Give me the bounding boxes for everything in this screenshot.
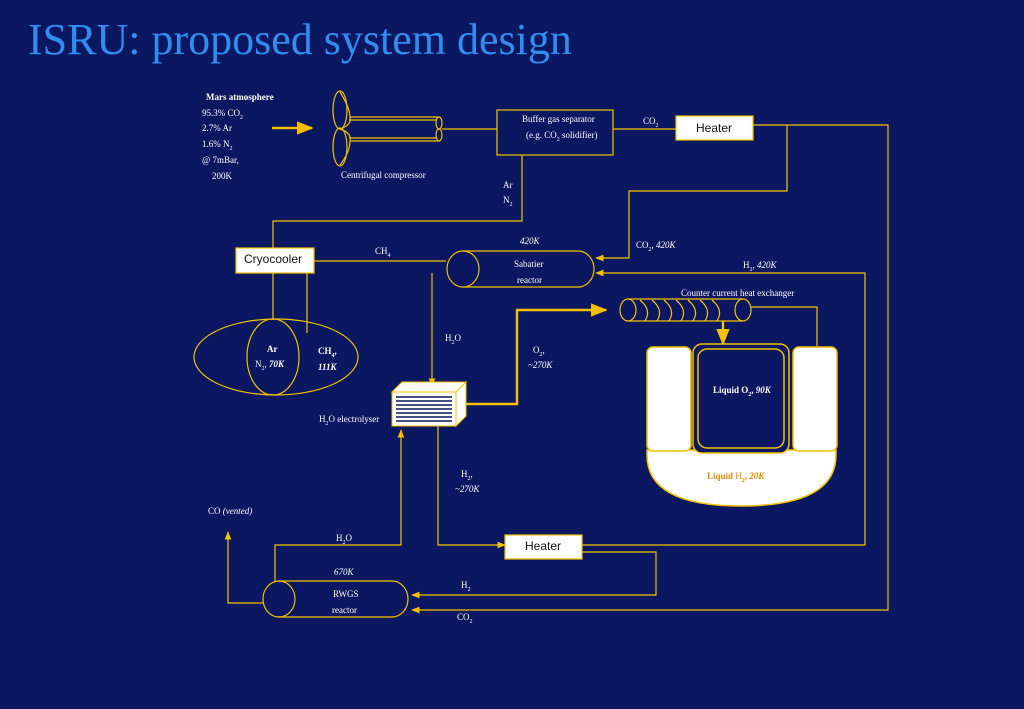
buffer-label-line2: (e.g. CO2 solidifier) <box>526 130 598 143</box>
cryogenic-tanks <box>646 343 838 507</box>
co2-420k-label: CO2, 420K <box>636 240 677 253</box>
h2o-top-label: H2O <box>445 333 462 346</box>
mars-n2-fraction: 1.6% N2 <box>202 139 233 152</box>
cryocooler-label: Cryocooler <box>244 252 302 266</box>
liquid-h2-tank <box>646 449 837 507</box>
centrifugal-compressor <box>332 90 443 167</box>
co2-top-label: CO2 <box>643 116 659 129</box>
rwgs-temp: 670K <box>334 567 355 577</box>
h2o-electrolyser <box>390 380 468 428</box>
co2-bottom-label: CO2 <box>457 612 473 625</box>
ar-label: Ar <box>503 180 513 190</box>
h2-tank-left-arm <box>646 346 692 452</box>
mars-atmosphere-info: Mars atmosphere 95.3% CO2 2.7% Ar 1.6% N… <box>202 92 274 181</box>
storage-ch4-temp: 111K <box>318 362 338 372</box>
mars-co2-fraction: 95.3% CO2 <box>202 108 243 121</box>
o2-label: O2, <box>533 345 545 358</box>
ar-n2-compartment <box>246 318 300 396</box>
storage-ch4-label: CH4, <box>318 346 337 359</box>
sabatier-label-line2: reactor <box>517 275 542 285</box>
rwgs-label-line1: RWGS <box>333 589 359 599</box>
liquid-h2-label: Liquid H2, 20K <box>707 471 765 484</box>
mars-temperature: 200K <box>212 171 233 181</box>
mars-pressure: @ 7mBar, <box>202 155 239 165</box>
sabatier-temp: 420K <box>520 236 541 246</box>
o2-temp-label: ~270K <box>528 360 553 370</box>
h2-to-sabatier-line <box>582 269 866 546</box>
h2o-bottom-label: H2O <box>336 533 353 546</box>
co-vent-line <box>224 531 263 604</box>
sabatier-label-line1: Sabatier <box>514 259 544 269</box>
h2-420k-label: H2, 420K <box>743 260 778 273</box>
heat-exchanger-label: Counter current heat exchanger <box>681 288 794 298</box>
heater-bottom-label: Heater <box>525 539 561 553</box>
liquid-o2-tank <box>697 348 785 449</box>
rwgs-label-line2: reactor <box>332 605 357 615</box>
heater-bottom <box>504 534 583 560</box>
buffer-label-line1: Buffer gas separator <box>522 114 595 124</box>
co2-to-rwgs-line <box>411 124 889 614</box>
cryocooler <box>235 247 315 274</box>
h2o-rwgs-to-electrolyser-line <box>274 429 405 581</box>
mars-atmosphere-heading: Mars atmosphere <box>206 92 274 102</box>
sabatier-reactor <box>446 250 595 288</box>
co2-to-sabatier-line <box>595 125 788 262</box>
compressor-label: Centrifugal compressor <box>341 170 426 180</box>
mars-ar-fraction: 2.7% Ar <box>202 123 232 133</box>
o2-to-heat-exchanger-line <box>466 303 608 406</box>
h2-270k-temp: ~270K <box>455 484 480 494</box>
storage-n2-label: N2, 70K <box>255 359 285 372</box>
heater-top-label: Heater <box>696 121 732 135</box>
h2-to-rwgs-line <box>411 551 657 599</box>
ar-n2-line <box>272 155 523 248</box>
h2-270k-label: H2, <box>461 469 473 482</box>
co-vented-label: CO (vented) <box>208 506 252 516</box>
heat-exchanger-return-line <box>751 306 818 346</box>
electrolyser-label: H2O electrolyser <box>319 414 379 427</box>
n2-label: N2 <box>503 195 513 208</box>
counter-current-heat-exchanger <box>619 298 752 322</box>
buffer-gas-separator <box>496 109 614 156</box>
liquid-o2-label: Liquid O2, 90K <box>713 385 772 398</box>
h2-to-heater-line <box>437 426 506 549</box>
storage-ar-label: Ar <box>267 344 278 354</box>
rwgs-reactor <box>262 580 409 618</box>
slide-title: ISRU: proposed system design <box>28 15 572 64</box>
h2-bottom-label: H2 <box>461 580 471 593</box>
ch4-label: CH4 <box>375 246 391 259</box>
h2-tank-right-arm <box>792 346 838 452</box>
heater-top <box>675 115 754 141</box>
